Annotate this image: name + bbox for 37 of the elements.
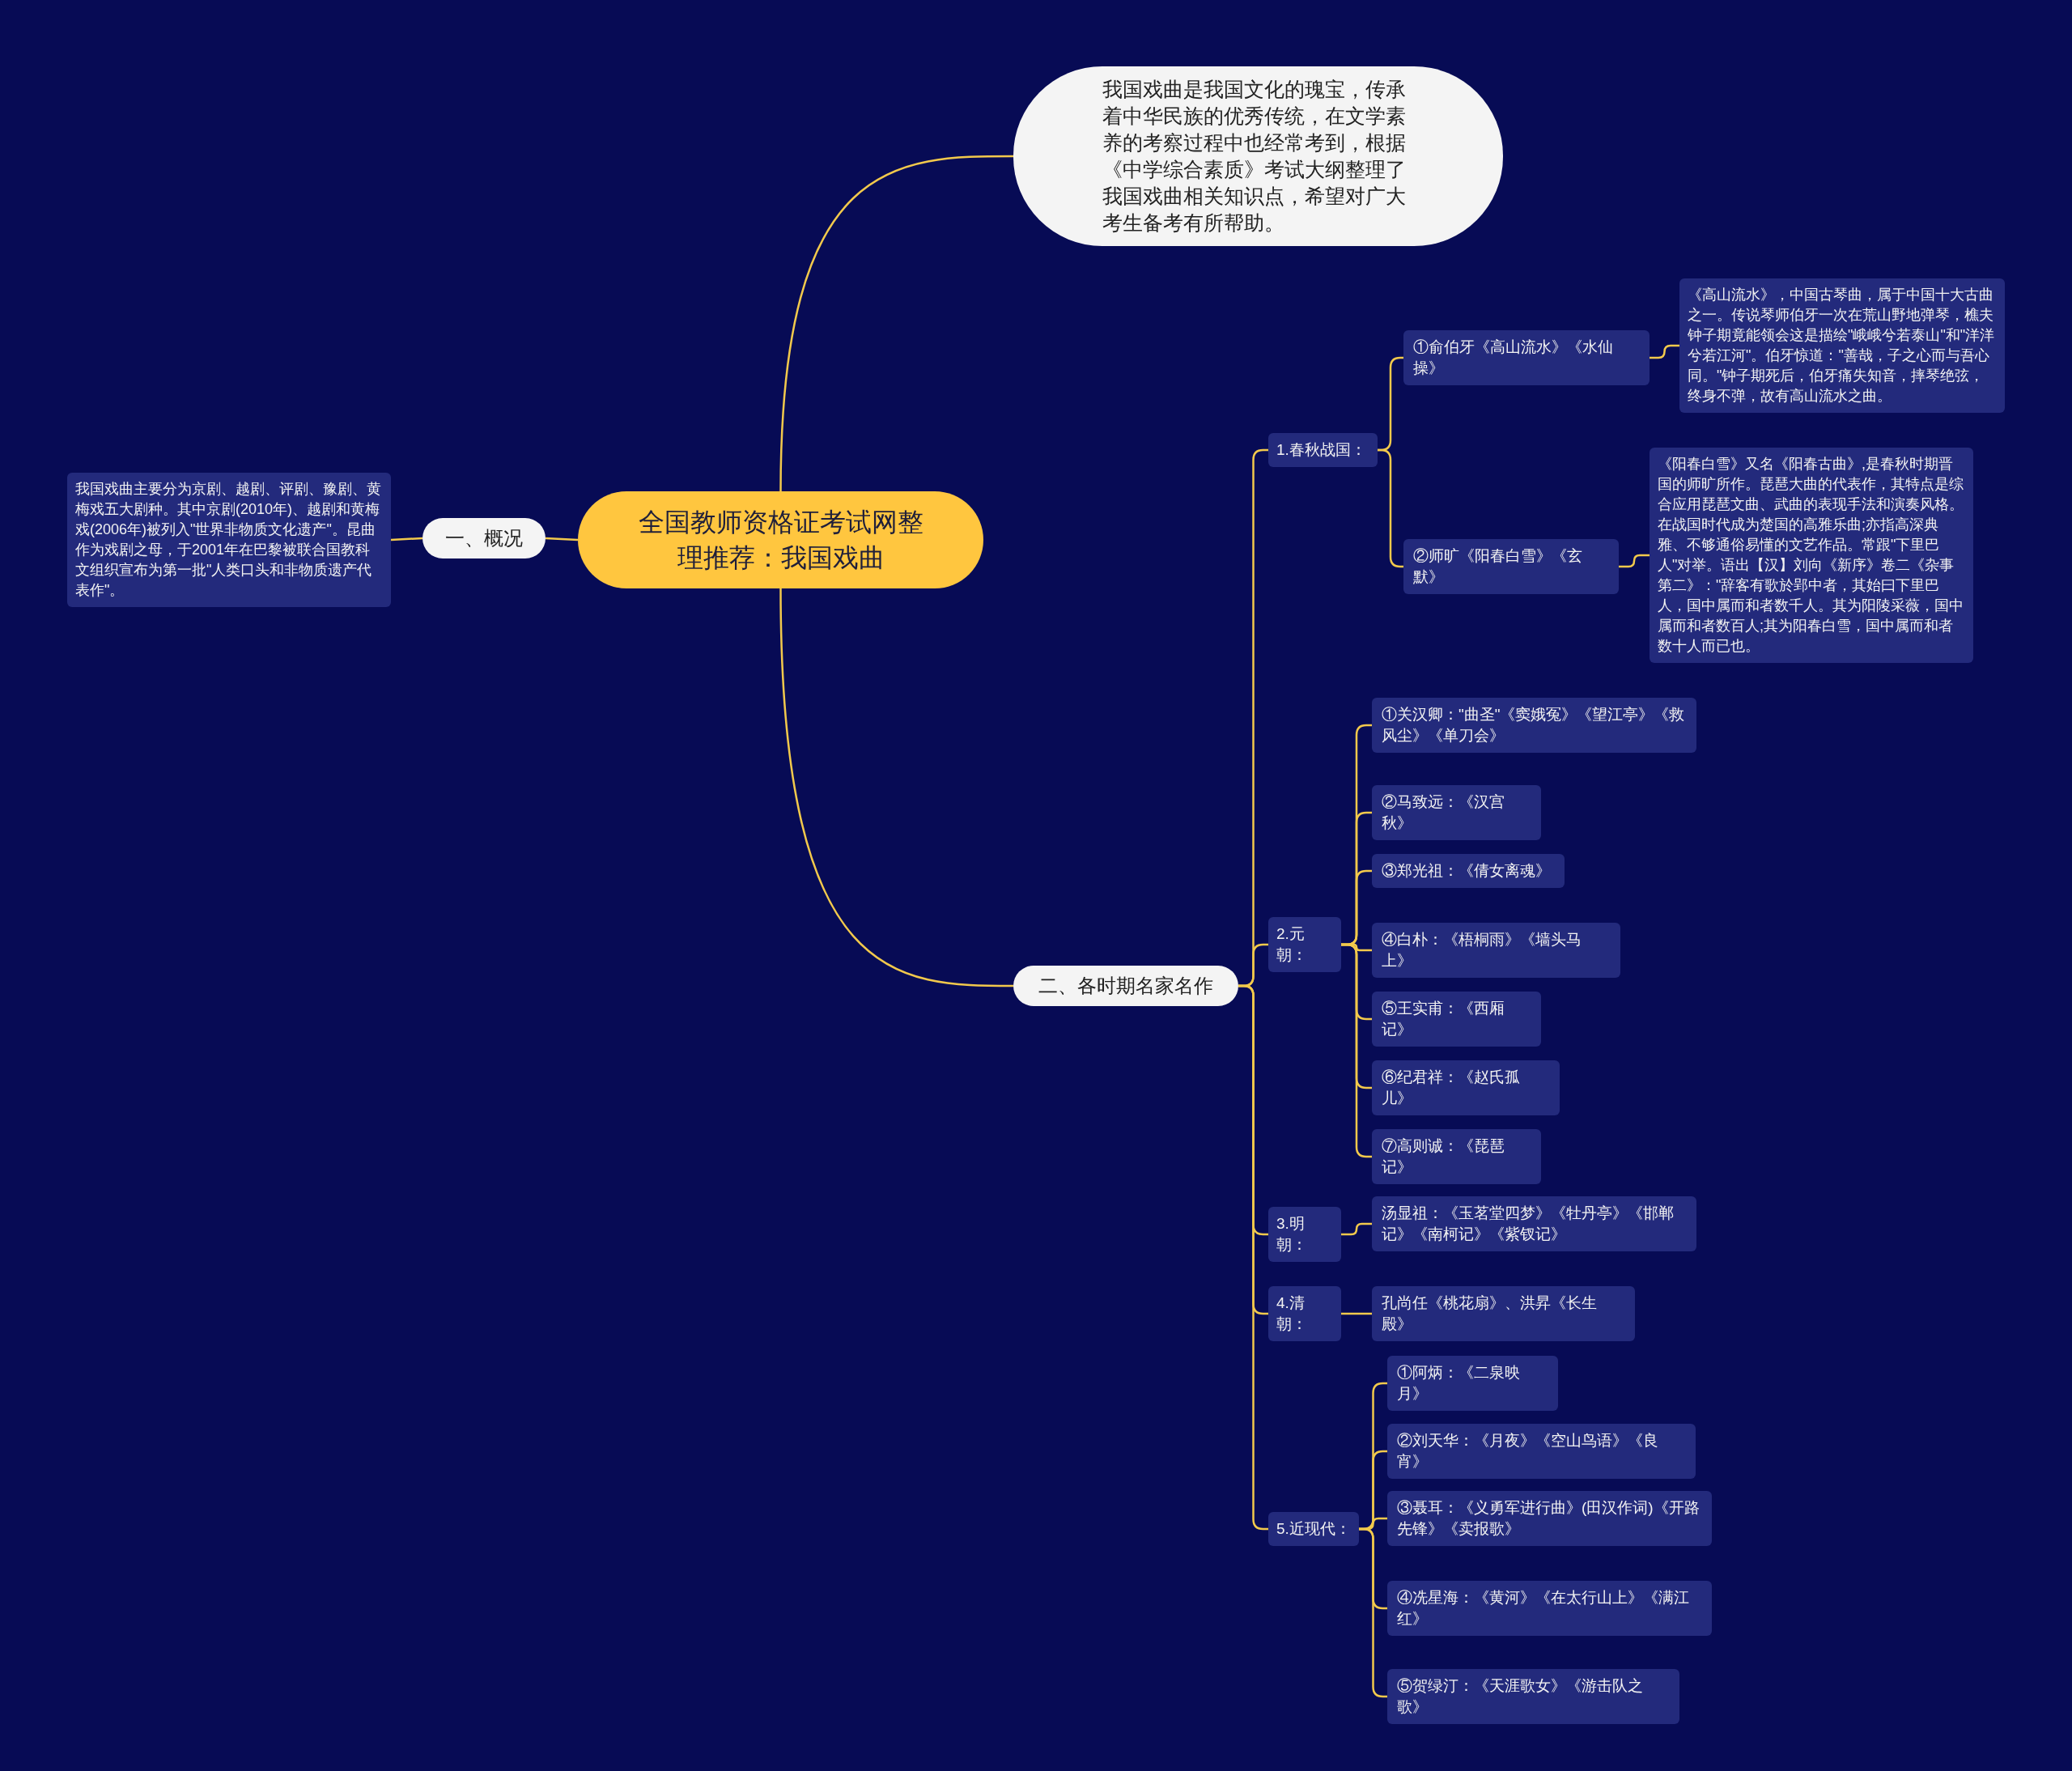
subtopic-card: ②师旷《阳春白雪》《玄默》	[1403, 539, 1619, 594]
central-topic: 全国教师资格证考试网整理推荐：我国戏曲	[578, 491, 983, 588]
connector-line	[779, 155, 1013, 492]
subtopic-card: ②马致远：《汉宫秋》	[1372, 785, 1541, 840]
subtopic-card: ①阿炳：《二泉映月》	[1387, 1356, 1558, 1411]
subtopic-card: ⑤王实甫：《西厢记》	[1372, 992, 1541, 1047]
period-label: 4.清朝：	[1268, 1286, 1341, 1341]
connector-line	[545, 537, 579, 541]
subtopic-card: ②刘天华：《月夜》《空山鸟语》《良宵》	[1387, 1424, 1696, 1479]
subtopic-card: ⑥纪君祥：《赵氏孤儿》	[1372, 1060, 1560, 1115]
note-card: 我国戏曲主要分为京剧、越剧、评剧、豫剧、黄梅戏五大剧种。其中京剧(2010年)、越剧和黄梅戏(2006年)被列入"世界非物质文化遗产"。昆曲作为戏剧之母，于2001年在巴黎被联合国教科文组织宣布为第一批"人类口头和非物质遗产代表作"。	[67, 473, 391, 607]
connector-line	[1341, 1312, 1372, 1315]
connector-line	[1650, 344, 1679, 359]
period-label: 3.明朝：	[1268, 1207, 1341, 1262]
subtopic-card: ⑦高则诚：《琵琶记》	[1372, 1129, 1541, 1184]
connector-line	[1341, 1222, 1372, 1236]
connector-line	[390, 537, 423, 541]
note-card: 《阳春白雪》又名《阳春古曲》,是春秋时期晋国的师旷所作。琵琶大曲的代表作，其特点是综合应用琵琶文曲、武曲的表现手法和演奏风格。在战国时代成为楚国的高雅乐曲;亦指高深典雅、不够通俗易懂的文艺作品。常跟"下里巴人"对举。语出【汉】刘向《新序》卷二《杂事第二》："辞客有歌於郢中者，其始曰下里巴人，国中属而和者数千人。其为阳陵采薇，国中属而和者数百人;其为阳春白雪，国中属而和者数十人而已也。	[1650, 448, 1973, 663]
note-card: 《高山流水》，中国古琴曲，属于中国十大古曲之一。传说琴师伯牙一次在荒山野地弹琴，樵夫钟子期竟能领会这是描绘"峨峨兮若泰山"和"洋洋兮若江河"。伯牙惊道："善哉，子之心而与吾心同。"钟子期死后，伯牙痛失知音，摔琴绝弦，终身不弹，故有高山流水之曲。	[1679, 278, 2005, 413]
period-label: 2.元朝：	[1268, 917, 1341, 972]
branch-topic: 一、概况	[422, 518, 546, 558]
subtopic-card: ③聂耳：《义勇军进行曲》(田汉作词)《开路先锋》《卖报歌》	[1387, 1491, 1712, 1546]
connector-line	[1341, 943, 1372, 1158]
connector-line	[779, 588, 1013, 987]
subtopic-card: ①俞伯牙《高山流水》《水仙操》	[1403, 330, 1650, 385]
period-label: 5.近现代：	[1268, 1512, 1359, 1546]
period-label: 1.春秋战国：	[1268, 433, 1378, 467]
intro-bubble: 我国戏曲是我国文化的瑰宝，传承着中华民族的优秀传统，在文学素养的考察过程中也经常考到，根据《中学综合素质》考试大纲整理了我国戏曲相关知识点，希望对广大考生备考有所帮助。	[1013, 66, 1503, 246]
subtopic-card: ④冼星海：《黄河》《在太行山上》《满江红》	[1387, 1581, 1712, 1636]
branch-topic: 二、各时期名家名作	[1013, 966, 1238, 1006]
subtopic-card: 孔尚任《桃花扇》、洪昇《长生殿》	[1372, 1286, 1635, 1341]
subtopic-card: ③郑光祖：《倩女离魂》	[1372, 854, 1565, 888]
subtopic-card: 汤显祖：《玉茗堂四梦》《牡丹亭》《邯郸记》《南柯记》《紫钗记》	[1372, 1196, 1696, 1251]
connector-line	[1619, 554, 1650, 568]
subtopic-card: ⑤贺绿汀：《天涯歌女》《游击队之歌》	[1387, 1669, 1679, 1724]
subtopic-card: ①关汉卿："曲圣"《窦娥冤》《望江亭》《救风尘》《单刀会》	[1372, 698, 1696, 753]
subtopic-card: ④白朴：《梧桐雨》《墙头马上》	[1372, 923, 1620, 978]
